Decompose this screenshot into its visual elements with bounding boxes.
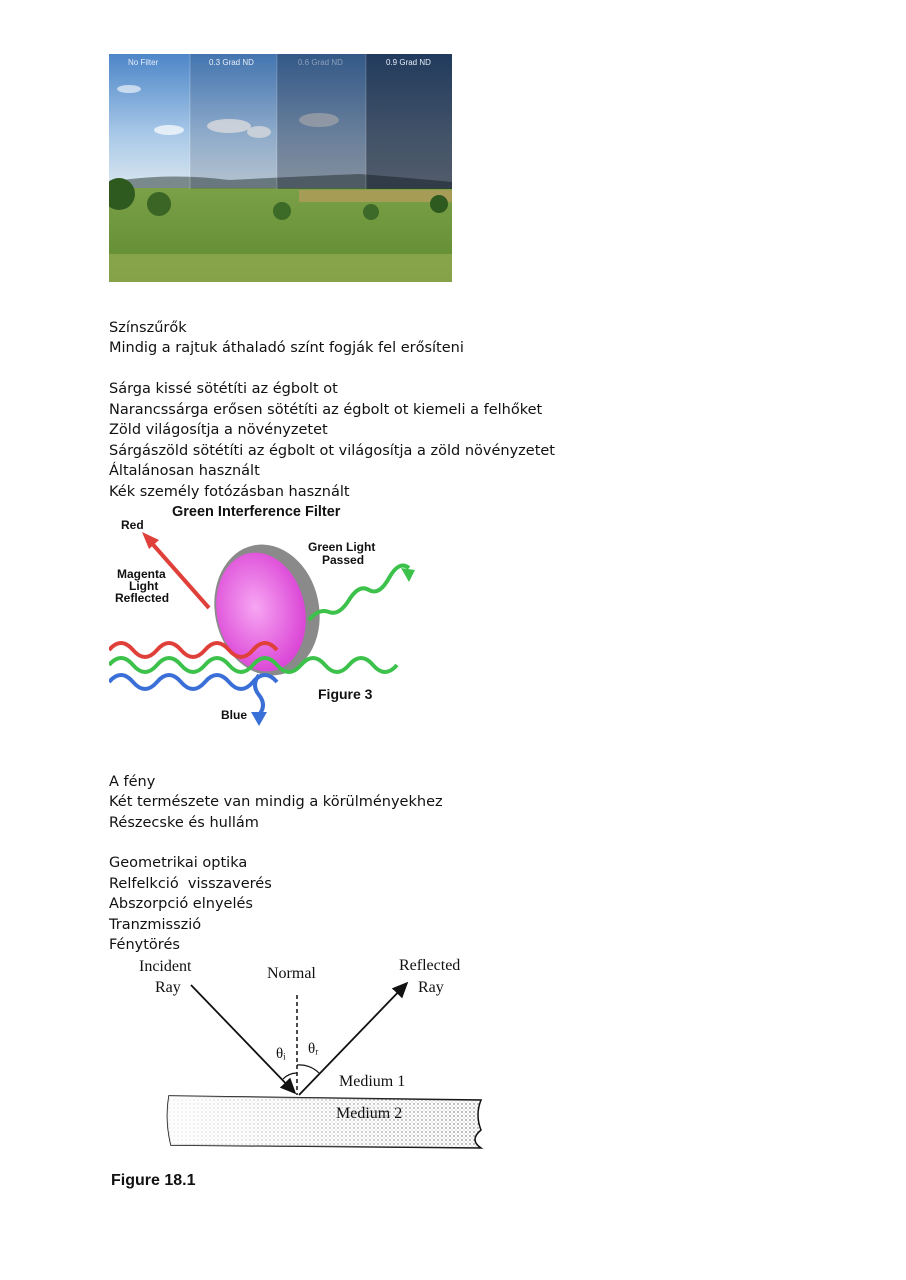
filter-line-general: Általánosan használt <box>109 463 260 479</box>
filter-line-yellowgreen: Sárgászöld sötétíti az égbolt ot világos… <box>109 443 555 459</box>
label-blue: Blue <box>221 708 247 722</box>
filter-line-orange: Narancssárga erősen sötétíti az égbolt o… <box>109 402 543 418</box>
figure-3-caption: Figure 3 <box>318 686 373 702</box>
label-magenta-3: Reflected <box>115 591 169 605</box>
blue-wave <box>107 673 279 691</box>
label-magenta-2: Light <box>129 579 158 593</box>
filter-line-blue: Kék személy fotózásban használt <box>109 484 350 500</box>
interference-filter-diagram: Green Interference Filter Red Magenta Li… <box>107 504 415 726</box>
green-passed-wave <box>307 563 411 622</box>
reflection-angle-arc <box>296 1064 320 1074</box>
red-wave <box>107 641 279 659</box>
incident-ray <box>190 984 297 1095</box>
light-line-1: Két természete van mindig a körülményekh… <box>109 794 443 810</box>
interference-filter-figure: Green Interference Filter Red Magenta Li… <box>107 500 429 735</box>
light-heading: A fény <box>109 774 156 790</box>
optics-line-transmission: Tranzmisszió <box>109 917 202 933</box>
theta-i-label: θᵢ <box>276 1046 286 1062</box>
normal-label: Normal <box>267 965 316 982</box>
reflected-label-1: Reflected <box>399 957 460 974</box>
red-arrowhead <box>142 532 159 549</box>
incident-label-1: Incident <box>139 958 192 975</box>
medium-1-label: Medium 1 <box>339 1073 405 1090</box>
medium-2-shading <box>167 1096 481 1148</box>
label-09-grad-nd: 0.9 Grad ND <box>386 58 431 67</box>
optics-line-refraction: Fénytörés <box>109 937 180 953</box>
interference-title: Green Interference Filter <box>172 504 341 520</box>
filter-line-green: Zöld világosítja a növényzetet <box>109 422 328 438</box>
theta-r-label: θᵣ <box>308 1041 319 1057</box>
filter-lens <box>216 552 306 672</box>
blue-arrowhead <box>251 712 267 726</box>
reflected-label-2: Ray <box>418 979 444 996</box>
light-line-2: Részecske és hullám <box>109 815 259 831</box>
landscape-image <box>109 54 452 282</box>
optics-line-absorption: Abszorpció elnyelés <box>109 896 253 912</box>
label-06-grad-nd: 0.6 Grad ND <box>298 58 343 67</box>
red-reflected-ray <box>147 538 211 610</box>
label-red: Red <box>121 518 144 532</box>
optics-heading: Geometrikai optika <box>109 855 248 871</box>
reflection-diagram: Incident Ray Normal Reflected Ray θᵢ θᵣ … <box>111 957 484 1189</box>
color-filters-subtitle: Mindig a rajtuk áthaladó színt fogják fe… <box>109 340 464 356</box>
green-wave <box>107 656 399 674</box>
filter-line-yellow: Sárga kissé sötétíti az égbolt ot <box>109 381 338 397</box>
label-green-2: Passed <box>322 553 364 567</box>
color-filters-heading: Színszűrők <box>109 320 187 336</box>
blue-reflected-ray <box>253 673 265 717</box>
label-no-filter: No Filter <box>128 58 159 67</box>
incidence-angle-arc <box>282 1072 298 1080</box>
optics-line-reflection: Relfelkció visszaverés <box>109 876 272 892</box>
grad-nd-filter-photo: No Filter 0.3 Grad ND 0.6 Grad ND 0.9 Gr… <box>109 54 452 282</box>
green-arrowhead <box>401 568 415 582</box>
medium-2-label: Medium 2 <box>336 1105 402 1122</box>
reflected-ray <box>298 981 409 1096</box>
incident-label-2: Ray <box>155 979 181 996</box>
label-magenta-1: Magenta <box>117 567 166 581</box>
label-green-1: Green Light <box>308 540 375 554</box>
reflection-figure: Incident Ray Normal Reflected Ray θᵢ θᵣ … <box>109 955 489 1190</box>
figure-18-1-caption: Figure 18.1 <box>111 1172 196 1189</box>
label-03-grad-nd: 0.3 Grad ND <box>209 58 254 67</box>
